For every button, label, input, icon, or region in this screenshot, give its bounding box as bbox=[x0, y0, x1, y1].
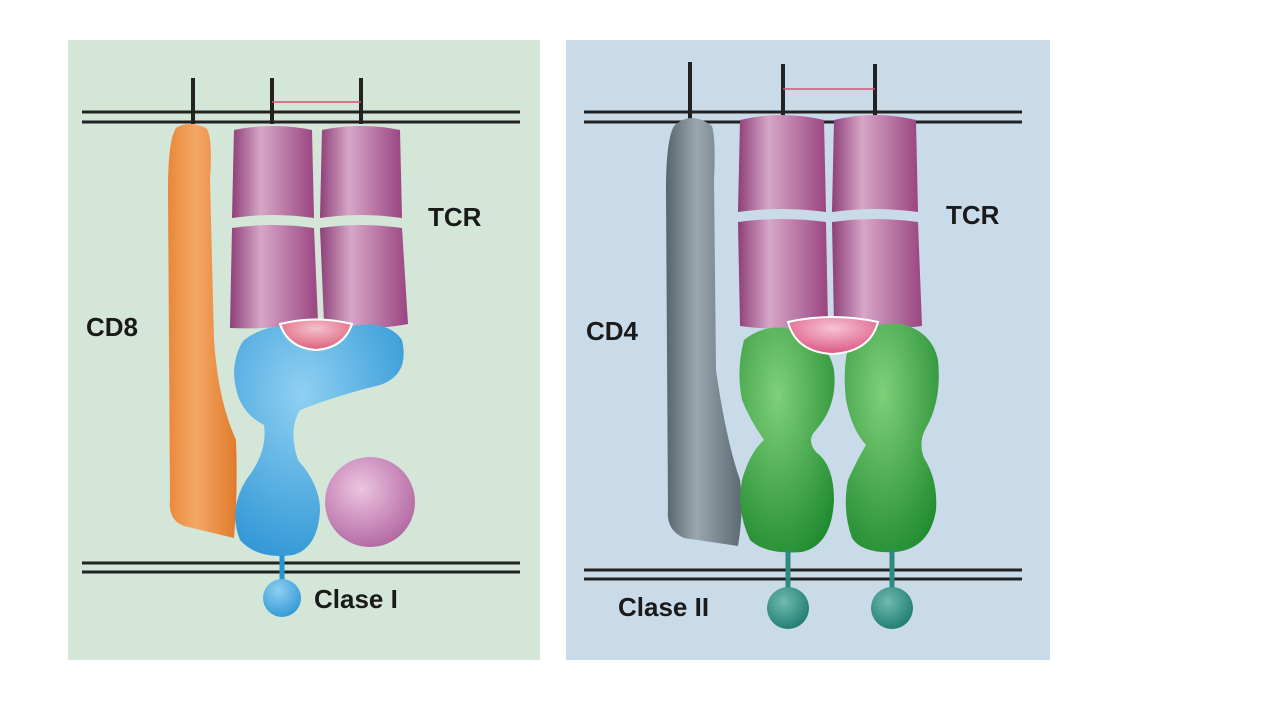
t-cell-membrane bbox=[82, 110, 520, 124]
cd8-coreceptor bbox=[168, 124, 237, 538]
tcr-alpha-upper bbox=[232, 126, 314, 218]
mhc-class-ii-anchors bbox=[767, 550, 913, 629]
tcr-beta-lower bbox=[320, 225, 408, 328]
panel-class-ii: TCR CD4 Clase II bbox=[566, 40, 1050, 660]
panel-class-i: TCR CD8 Clase I bbox=[68, 40, 540, 660]
coreceptor-label: CD8 bbox=[86, 312, 138, 342]
peptide bbox=[786, 316, 880, 356]
mhc-class-ii-alpha-chain bbox=[739, 327, 835, 553]
apc-membrane bbox=[82, 561, 520, 574]
tcr-receptor bbox=[738, 115, 922, 329]
mhc-label: Clase II bbox=[618, 592, 709, 622]
tcr-alpha-lower bbox=[738, 219, 828, 329]
cd4-coreceptor bbox=[666, 118, 742, 546]
transmembrane-stalks bbox=[191, 78, 363, 124]
alpha-anchor bbox=[767, 587, 809, 629]
tcr-label: TCR bbox=[428, 202, 482, 232]
mhc-label: Clase I bbox=[314, 584, 398, 614]
class-ii-diagram: TCR CD4 Clase II bbox=[566, 40, 1050, 660]
tcr-alpha-upper bbox=[738, 115, 826, 212]
tcr-beta-upper bbox=[320, 126, 402, 218]
peptide bbox=[278, 318, 354, 352]
beta-anchor bbox=[871, 587, 913, 629]
class-i-diagram: TCR CD8 Clase I bbox=[68, 40, 540, 660]
tcr-beta-lower bbox=[832, 219, 922, 329]
transmembrane-stalks bbox=[688, 62, 877, 124]
coreceptor-label: CD4 bbox=[586, 316, 639, 346]
beta2-microglobulin bbox=[325, 457, 415, 547]
tcr-alpha-lower bbox=[230, 225, 318, 329]
mhc-class-i-heavy-chain bbox=[234, 324, 404, 556]
mhc-class-ii-beta-chain bbox=[844, 323, 939, 553]
mhc-class-i-anchor bbox=[263, 579, 301, 617]
apc-membrane bbox=[584, 568, 1022, 581]
tcr-beta-upper bbox=[832, 115, 918, 212]
tcr-label: TCR bbox=[946, 200, 1000, 230]
tcr-receptor bbox=[230, 126, 408, 329]
